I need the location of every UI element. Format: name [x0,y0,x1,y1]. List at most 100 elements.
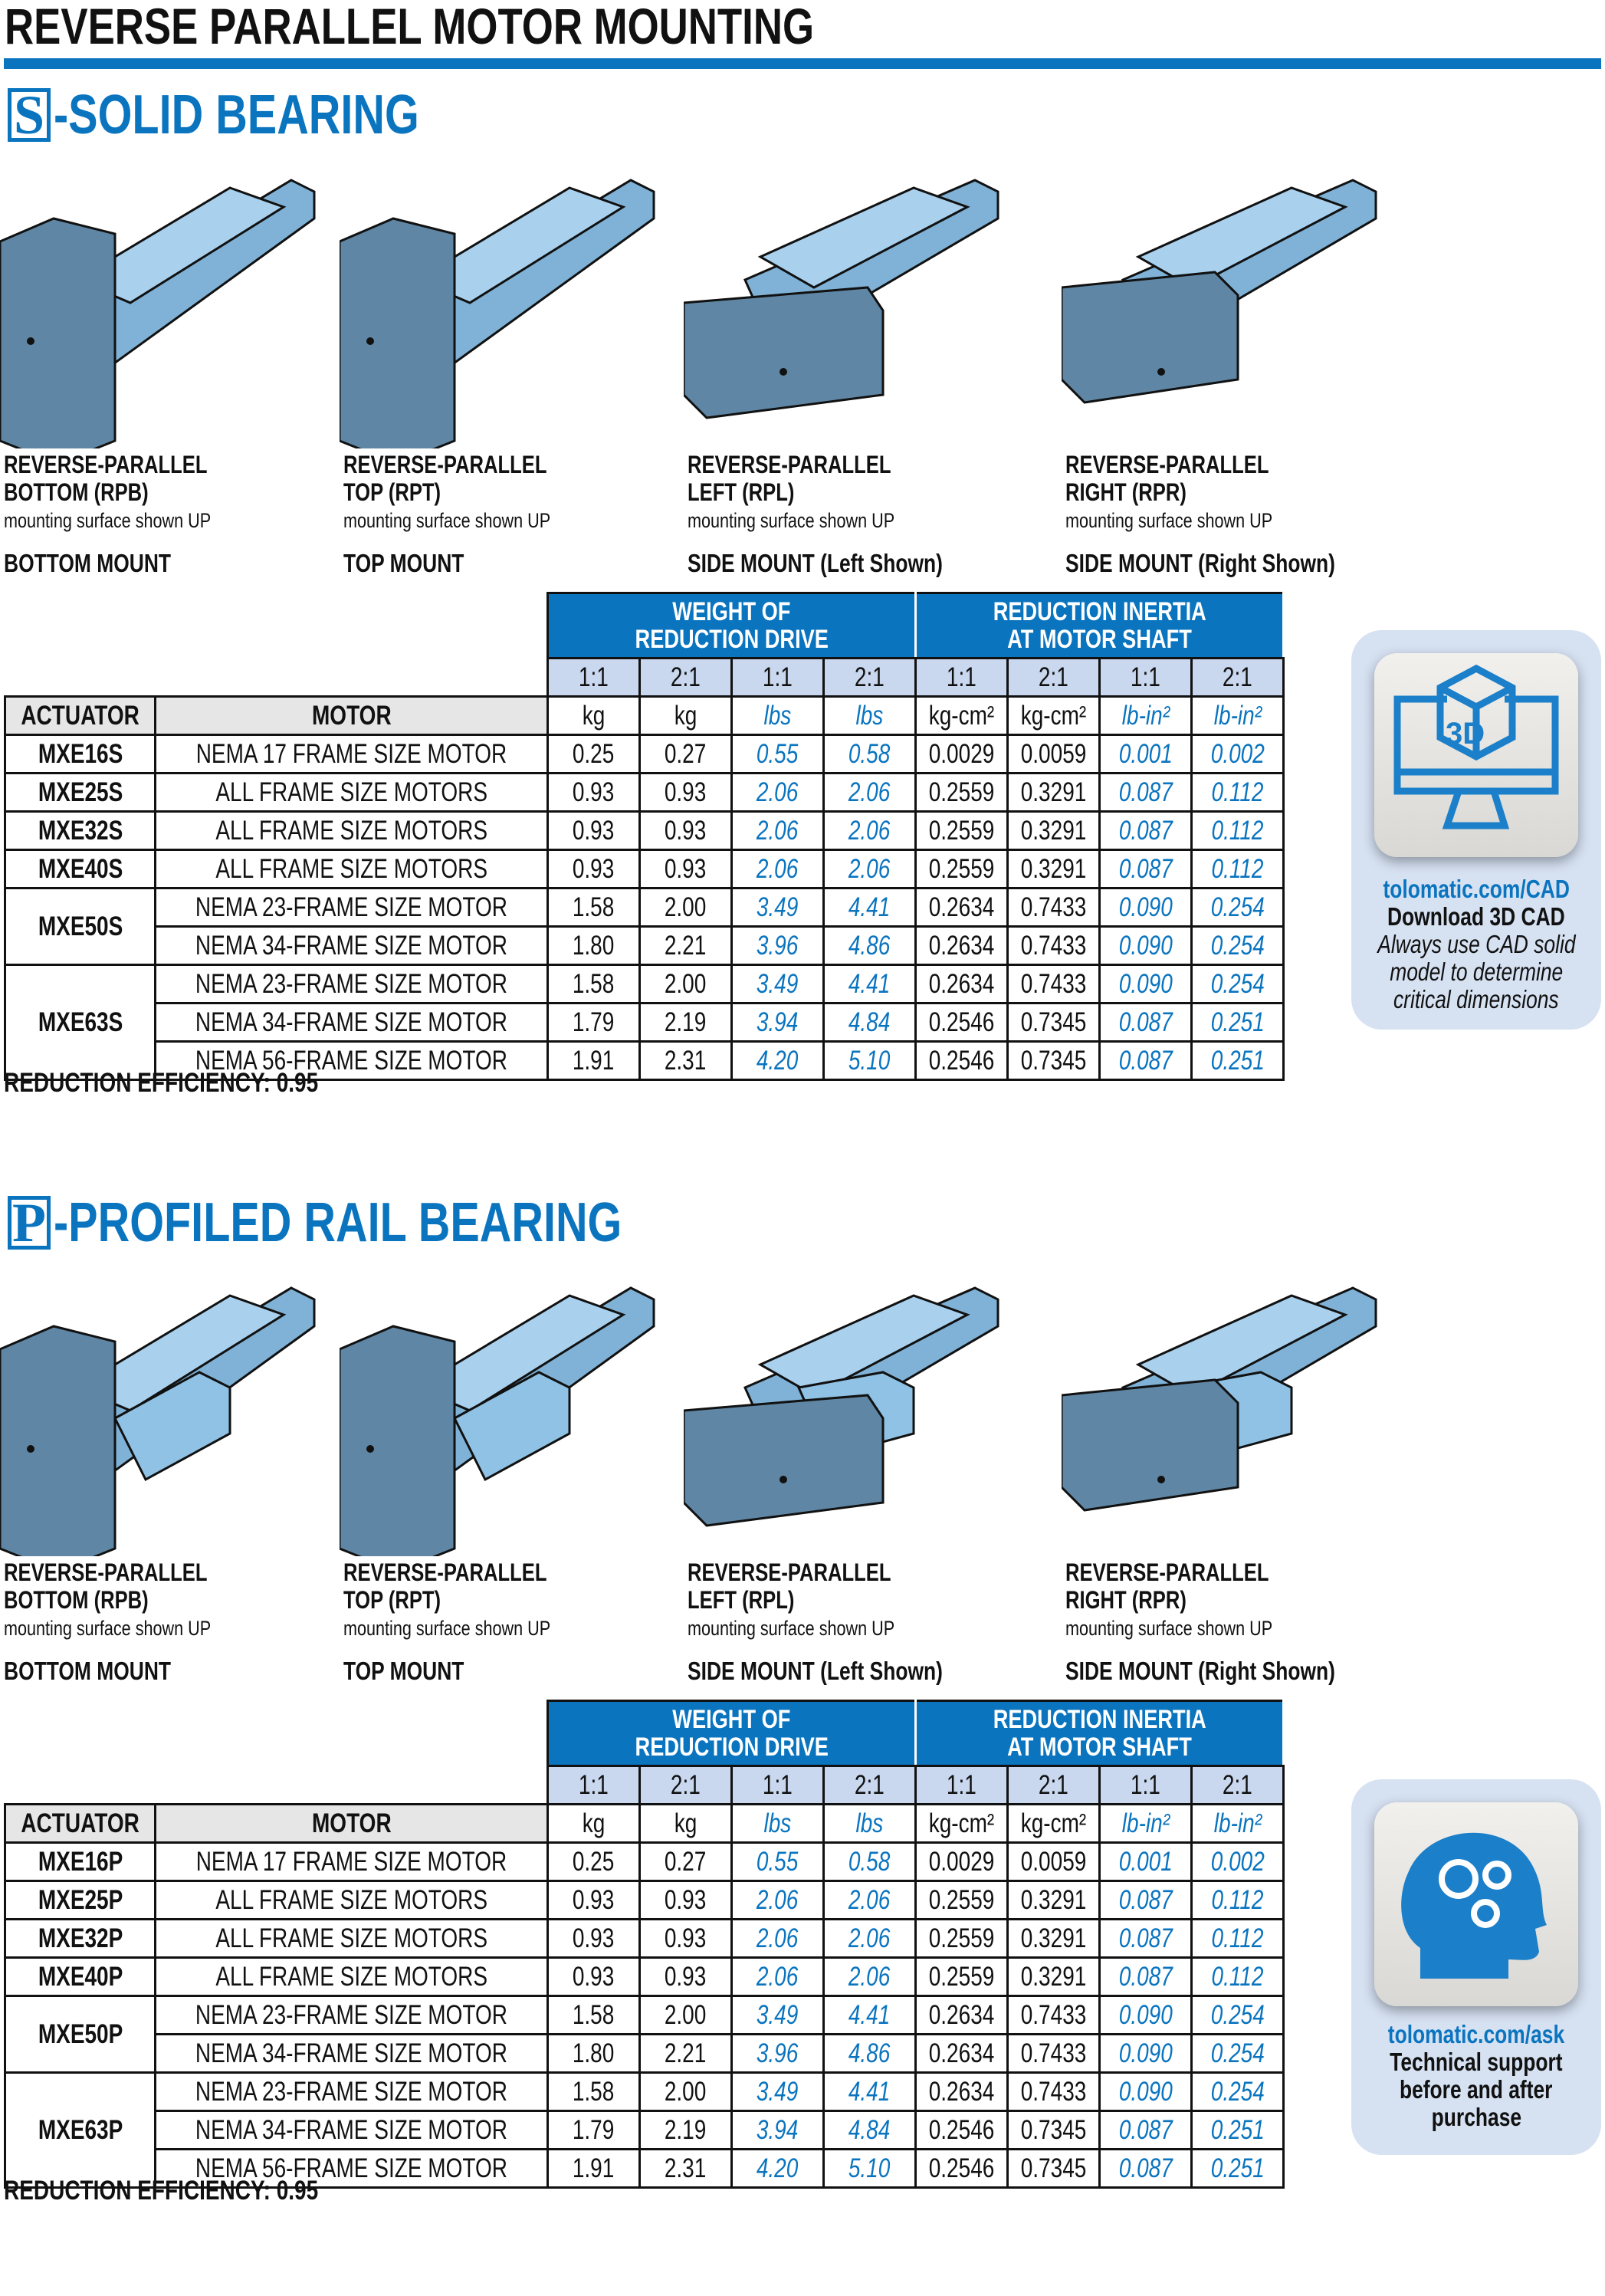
section-letter: P [8,1195,51,1250]
motor-cell: NEMA 34-FRAME SIZE MOTOR [154,925,550,966]
value-cell: 0.251 [1190,2148,1285,2189]
motor-cell: NEMA 34-FRAME SIZE MOTOR [154,2110,550,2150]
unit-header: lb-in² [1190,1803,1285,1844]
value-cell: 0.087 [1098,1040,1193,1081]
unit-header: kg-cm² [1006,1803,1101,1844]
value-cell: 1.58 [546,964,642,1004]
unit-header: lbs [822,1803,917,1844]
value-cell: 0.2559 [914,772,1009,813]
value-cell: 2.06 [822,810,917,851]
mount-caption: REVERSE-PARALLEL RIGHT (RPR) mounting su… [1065,1559,1335,1685]
panel-note: critical dimensions [1393,985,1559,1013]
actuator-header: ACTUATOR [3,695,157,736]
value-cell: 0.58 [822,734,917,774]
value-cell: 0.251 [1190,1002,1285,1043]
value-cell: 0.0059 [1006,734,1101,774]
value-cell: 0.93 [546,1956,642,1997]
unit-header: lbs [730,1803,825,1844]
value-cell: 0.25 [546,1841,642,1882]
value-cell: 0.2634 [914,1995,1009,2035]
value-cell: 2.06 [822,849,917,889]
unit-header: kg [638,1803,734,1844]
value-cell: 3.49 [730,964,825,1004]
value-cell: 0.090 [1098,2071,1193,2112]
value-cell: 0.2559 [914,1918,1009,1959]
key-button[interactable]: 3D [1374,653,1578,857]
value-cell: 4.41 [822,2071,917,2112]
panel-link[interactable]: tolomatic.com/ask [1387,2020,1565,2048]
actuator-image [682,1257,1006,1556]
panel-note: model to determine [1389,957,1563,986]
value-cell: 1.91 [546,1040,642,1081]
value-cell: 1.58 [546,2071,642,2112]
value-cell: 0.2546 [914,1040,1009,1081]
value-cell: 0.001 [1098,1841,1193,1882]
value-cell: 0.25 [546,734,642,774]
ratio-header: 2:1 [1006,657,1101,698]
mount-caption: REVERSE-PARALLEL LEFT (RPL) mounting sur… [688,451,943,577]
value-cell: 0.2559 [914,810,1009,851]
panel-link[interactable]: tolomatic.com/CAD [1383,875,1570,903]
value-cell: 2.06 [822,1880,917,1920]
reduction-efficiency: REDUCTION EFFICIENCY: 0.95 [4,2176,319,2206]
value-cell: 3.94 [730,1002,825,1043]
unit-header: lb-in² [1098,695,1193,736]
value-cell: 3.49 [730,887,825,928]
value-cell: 0.2559 [914,1880,1009,1920]
value-cell: 0.112 [1190,810,1285,851]
value-cell: 0.3291 [1006,810,1101,851]
value-cell: 4.20 [730,2148,825,2189]
value-cell: 1.79 [546,2110,642,2150]
section-heading: S-SOLID BEARING [8,84,510,146]
value-cell: 0.254 [1190,925,1285,966]
value-cell: 2.19 [638,1002,734,1043]
motor-cell: ALL FRAME SIZE MOTORS [154,1880,550,1920]
motor-cell: ALL FRAME SIZE MOTORS [154,772,550,813]
value-cell: 0.3291 [1006,849,1101,889]
actuator-cell: MXE63P [3,2071,157,2189]
value-cell: 0.087 [1098,1002,1193,1043]
value-cell: 0.2634 [914,887,1009,928]
motor-cell: NEMA 17 FRAME SIZE MOTOR [154,1841,550,1882]
value-cell: 3.96 [730,2033,825,2074]
mount-caption: REVERSE-PARALLEL TOP (RPT) mounting surf… [343,451,551,577]
reduction-efficiency: REDUCTION EFFICIENCY: 0.95 [4,1068,319,1098]
motor-cell: NEMA 56-FRAME SIZE MOTOR [154,1040,550,1081]
motor-cell: NEMA 23-FRAME SIZE MOTOR [154,887,550,928]
title-divider [4,58,1601,69]
unit-header: lbs [822,695,917,736]
actuator-cell: MXE16S [3,734,157,774]
value-cell: 1.58 [546,887,642,928]
value-cell: 0.7433 [1006,2071,1101,2112]
actuator-image [1060,1257,1383,1556]
value-cell: 0.254 [1190,2033,1285,2074]
value-cell: 2.06 [822,772,917,813]
value-cell: 1.91 [546,2148,642,2189]
value-cell: 2.00 [638,964,734,1004]
value-cell: 0.087 [1098,1956,1193,1997]
value-cell: 0.2559 [914,849,1009,889]
value-cell: 0.93 [546,1880,642,1920]
key-button[interactable] [1374,1802,1578,2006]
panel-note: Always use CAD solid [1377,930,1576,958]
value-cell: 0.112 [1190,1956,1285,1997]
value-cell: 4.41 [822,964,917,1004]
value-cell: 0.93 [638,772,734,813]
profiled-rail-section: P-PROFILED RAIL BEARING REVERSE-PARALLEL… [0,1192,1605,2296]
value-cell: 0.27 [638,1841,734,1882]
section-heading: P-PROFILED RAIL BEARING [8,1192,764,1253]
